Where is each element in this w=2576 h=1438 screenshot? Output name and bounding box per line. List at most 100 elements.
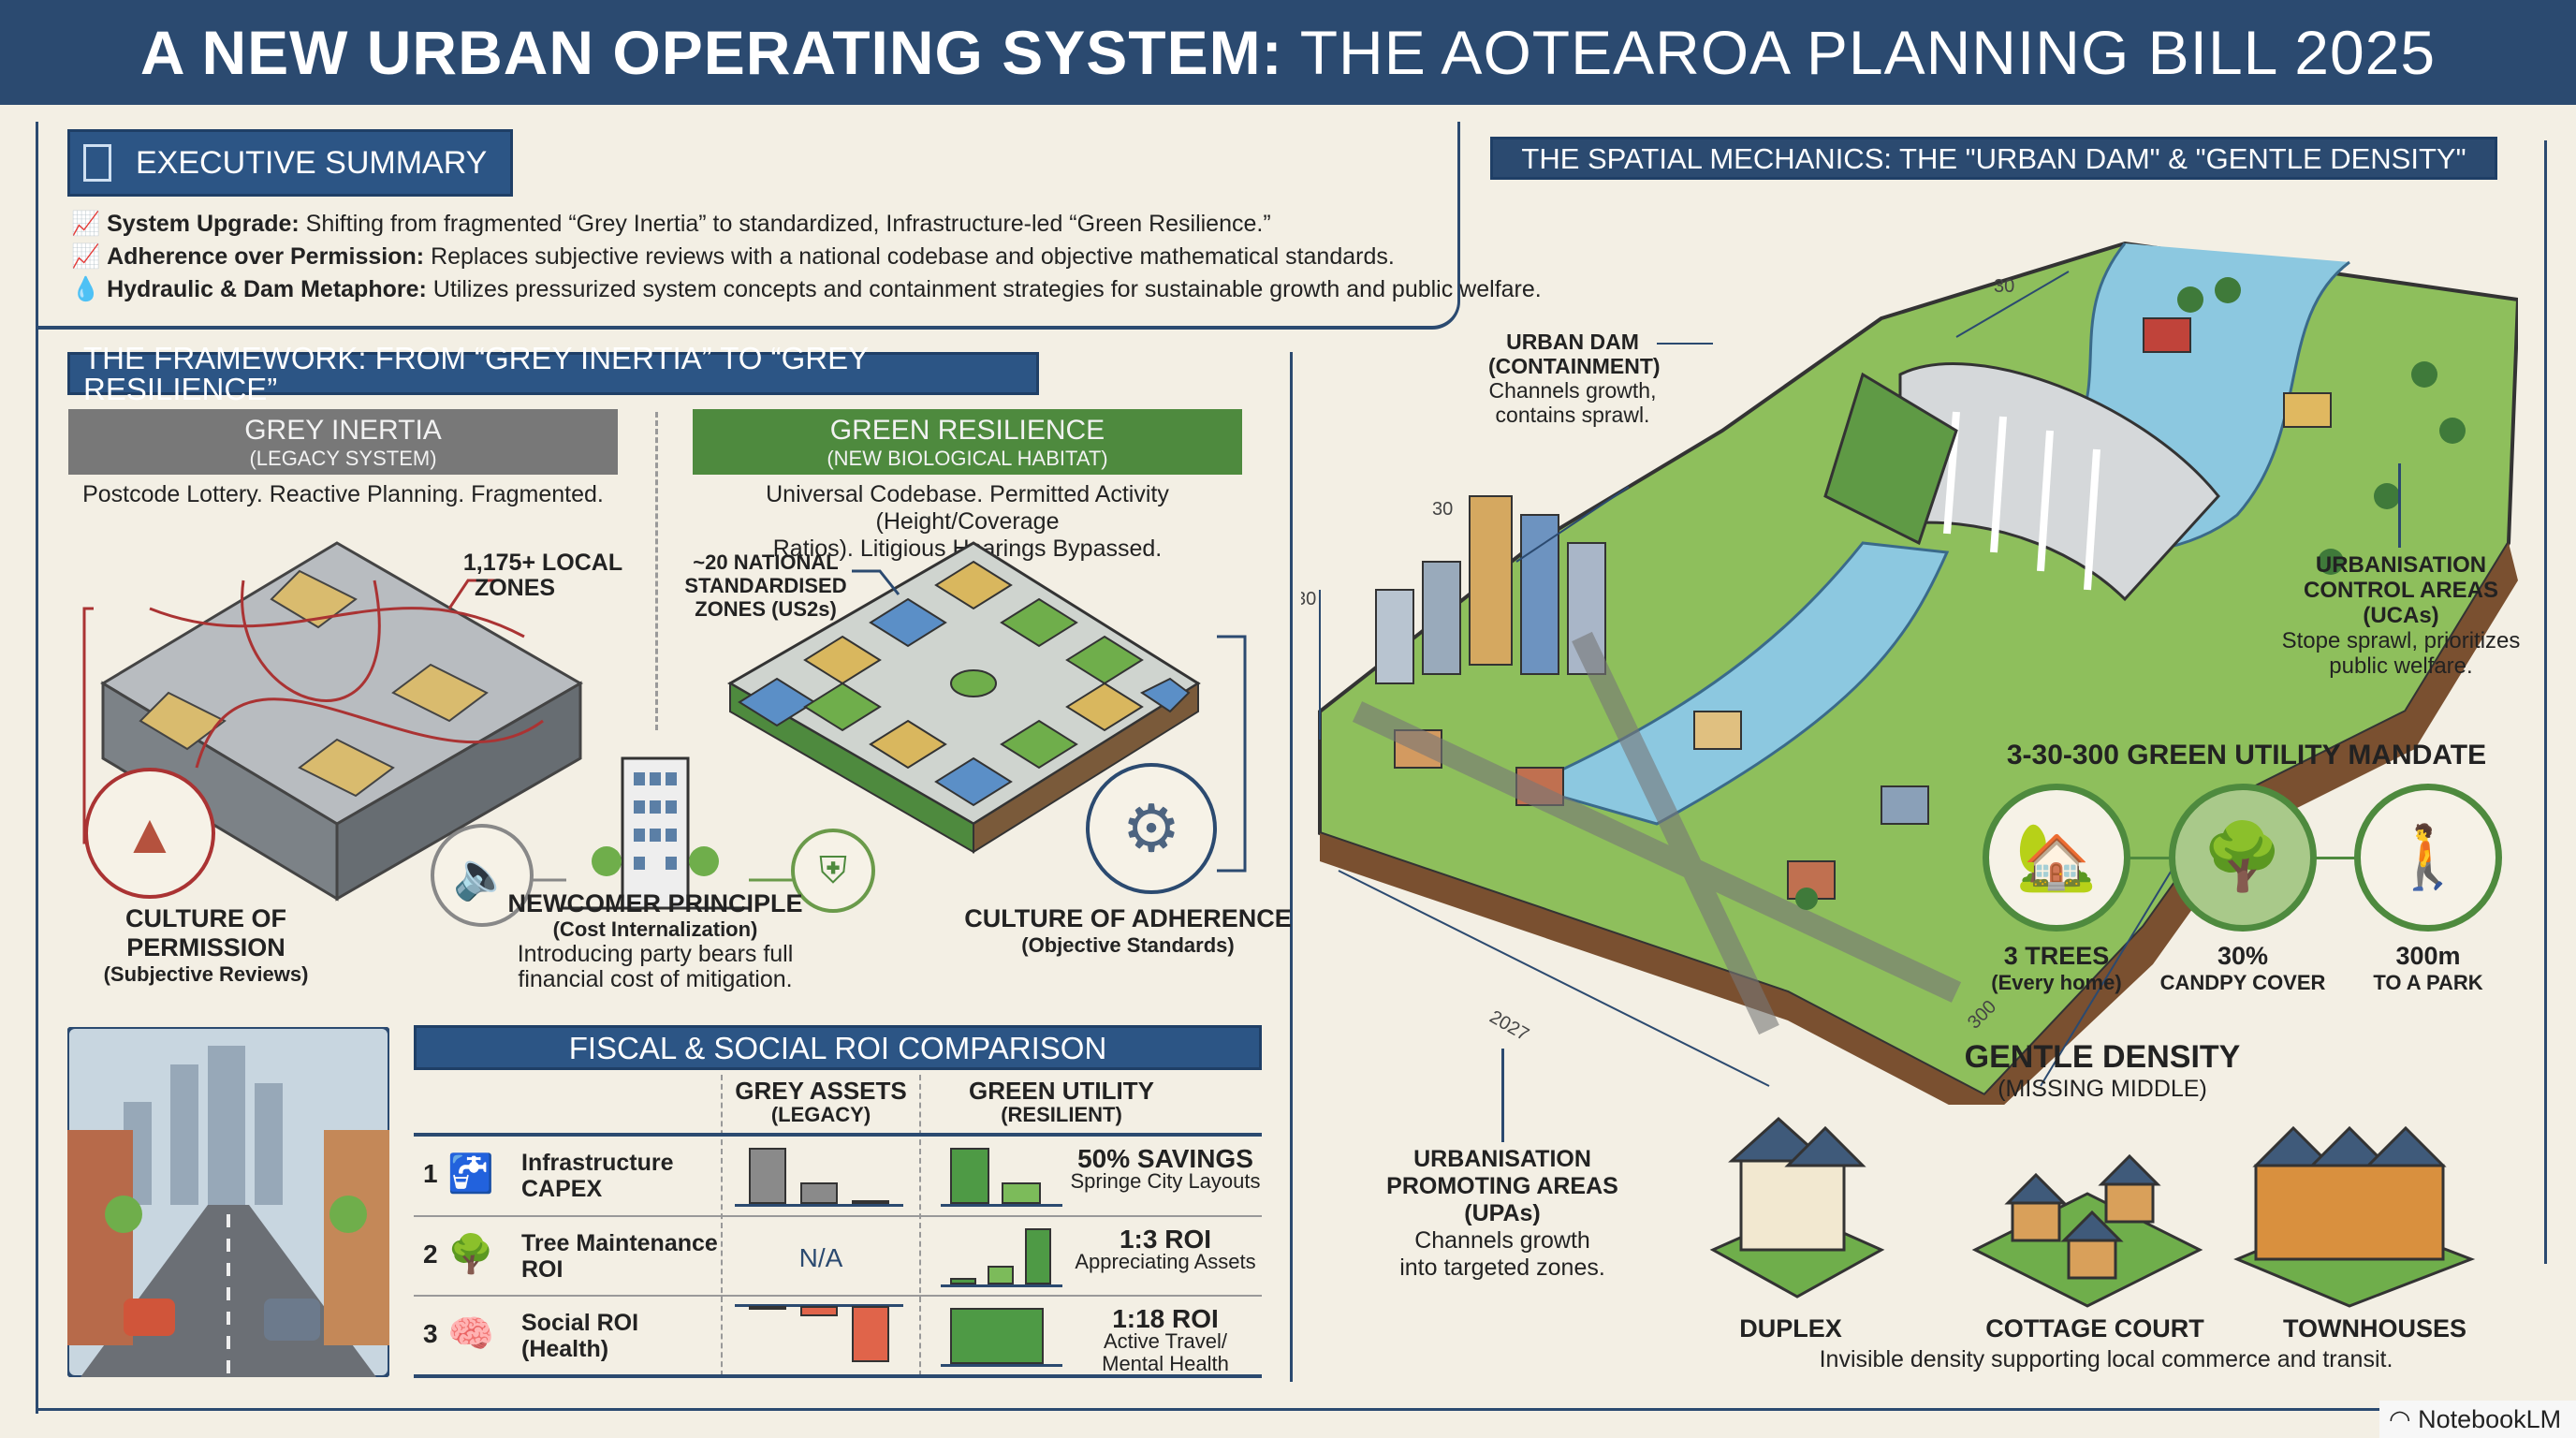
roi-header: FISCAL & SOCIAL ROI COMPARISON (414, 1025, 1262, 1070)
dimension-label: 30 (1432, 499, 1453, 520)
table-rule (414, 1374, 1262, 1378)
exec-bullet: 📈 System Upgrade: Shifting from fragment… (71, 211, 1271, 237)
grey-bar (800, 1182, 838, 1204)
grey-bar (749, 1306, 786, 1310)
shield-hands-icon: ⛨ (791, 829, 875, 913)
row-number: 2 (423, 1240, 438, 1269)
exec-bullets: 📈 System Upgrade: Shifting from fragment… (71, 208, 1542, 306)
chart-icon: 📈 (71, 243, 101, 270)
row-label: Social ROI(Health) (521, 1310, 639, 1362)
bar-baseline (941, 1284, 1062, 1287)
townhouses-icon (2233, 1125, 2476, 1308)
housing-type-townhouses: TOWNHOUSES (2282, 1314, 2466, 1343)
grey-bar (749, 1148, 786, 1204)
col-divider (721, 1075, 723, 1376)
table-rule (414, 1215, 1262, 1217)
framework-header: THE FRAMEWORK: FROM “GREY INERTIA” TO “G… (67, 343, 1039, 404)
notebooklm-logo-icon: ◠ (2389, 1405, 2411, 1433)
house-trees-icon: 🏡 (1983, 784, 2130, 932)
framework-illustration (82, 541, 1247, 910)
green-bar (988, 1265, 1014, 1284)
exec-bullet: 📈 Adherence over Permission: Replaces su… (71, 243, 1395, 270)
bar-baseline (941, 1364, 1062, 1367)
faucet-icon: 🚰 (447, 1153, 494, 1195)
standardised-zones-map (726, 541, 1247, 873)
newcomer-principle: NEWCOMER PRINCIPLE(Cost Internalization)… (507, 889, 803, 992)
mandate-heading: 3-30-300 GREEN UTILITY MANDATE (2006, 740, 2487, 770)
leader-line (1501, 1049, 1504, 1142)
stamp-icon: ▲ (84, 768, 215, 899)
cottage-court-icon (1971, 1153, 2203, 1308)
culture-adherence: CULTURE OF ADHERENCE(Objective Standards… (964, 904, 1292, 957)
mandate-item: 3 TREES(Every home) (1991, 942, 2122, 994)
walk-to-park-icon: 🚶 (2354, 784, 2502, 932)
frame-right (2544, 140, 2547, 1264)
spatial-header: THE SPATIAL MECHANICS: THE "URBAN DAM" &… (1490, 137, 2497, 180)
bar-baseline (735, 1204, 903, 1207)
speaker-icon: 🔈 (431, 824, 534, 927)
street-illustration (67, 1027, 389, 1377)
section-divider (1290, 352, 1293, 1382)
grey-desc: Postcode Lottery. Reactive Planning. Fra… (82, 481, 604, 507)
exec-summary-title: EXECUTIVE SUMMARY (136, 145, 488, 181)
leader-line (1657, 343, 1713, 345)
frame-left (36, 122, 38, 1414)
dimension-label: 2027 (1486, 1006, 1533, 1045)
green-bar (950, 1308, 1044, 1364)
notebooklm-badge: ◠ NotebookLM (2379, 1401, 2576, 1438)
canopy-icon: 🌳 (2169, 784, 2317, 932)
green-bar (1025, 1228, 1051, 1284)
mandate-item: 30%CANDPY COVER (2159, 942, 2326, 994)
row-number: 3 (423, 1319, 438, 1348)
col-grey-assets: GREY ASSETS(LEGACY) (735, 1077, 907, 1126)
brain-icon: 🧠 (447, 1313, 494, 1355)
row-number: 1 (423, 1159, 438, 1188)
table-rule (414, 1295, 1262, 1297)
green-resilience-header: GREEN RESILIENCE(NEW BIOLOGICAL HABITAT) (693, 409, 1242, 475)
frame-bottom (36, 1408, 2554, 1411)
col-divider (919, 1075, 921, 1376)
housing-type-cottage-court: COTTAGE COURT (1985, 1314, 2204, 1343)
gears-icon: ⚙ (1086, 763, 1217, 894)
water-drop-icon: 💧 (71, 276, 101, 302)
grey-bar (852, 1200, 889, 1205)
grey-na: N/A (798, 1243, 843, 1272)
gentle-density-heading: GENTLE DENSITY(MISSING MIDDLE) (1964, 1039, 2241, 1102)
col-green-utility: GREEN UTILITY(RESILIENT) (969, 1077, 1154, 1126)
gentle-density-caption: Invisible density supporting local comme… (1819, 1346, 2393, 1372)
bar-baseline (941, 1204, 1062, 1207)
urban-dam-label: URBAN DAM(CONTAINMENT)Channels growth,co… (1488, 330, 1661, 427)
title-rest: THE AOTEAROA PLANNING BILL 2025 (1299, 18, 2437, 87)
page-title: A NEW URBAN OPERATING SYSTEM: THE AOTEAR… (0, 0, 2576, 105)
bar-baseline (735, 1304, 903, 1307)
table-rule (414, 1133, 1262, 1137)
dimension-label: 30 (1301, 589, 1316, 609)
grey-bar (852, 1306, 889, 1362)
culture-permission: CULTURE OF PERMISSION(Subjective Reviews… (103, 904, 309, 986)
duplex-icon (1709, 1116, 1885, 1299)
exec-summary-box (37, 122, 1460, 330)
fragmented-zones-map (82, 541, 584, 902)
green-bar (1002, 1182, 1041, 1204)
exec-bullet: 💧 Hydraulic & Dam Metaphore: Utilizes pr… (71, 276, 1542, 302)
leader-line (2398, 463, 2401, 548)
green-desc: Universal Codebase. Permitted Activity (… (766, 481, 1169, 562)
document-icon (83, 144, 111, 182)
dashed-divider (655, 412, 658, 730)
building-icon (487, 756, 814, 910)
dimension-label: 30 (1994, 276, 2014, 297)
green-bar (950, 1277, 976, 1284)
green-bar (950, 1148, 989, 1204)
tree-icon: 🌳 (447, 1234, 494, 1275)
grey-bar (800, 1306, 838, 1316)
